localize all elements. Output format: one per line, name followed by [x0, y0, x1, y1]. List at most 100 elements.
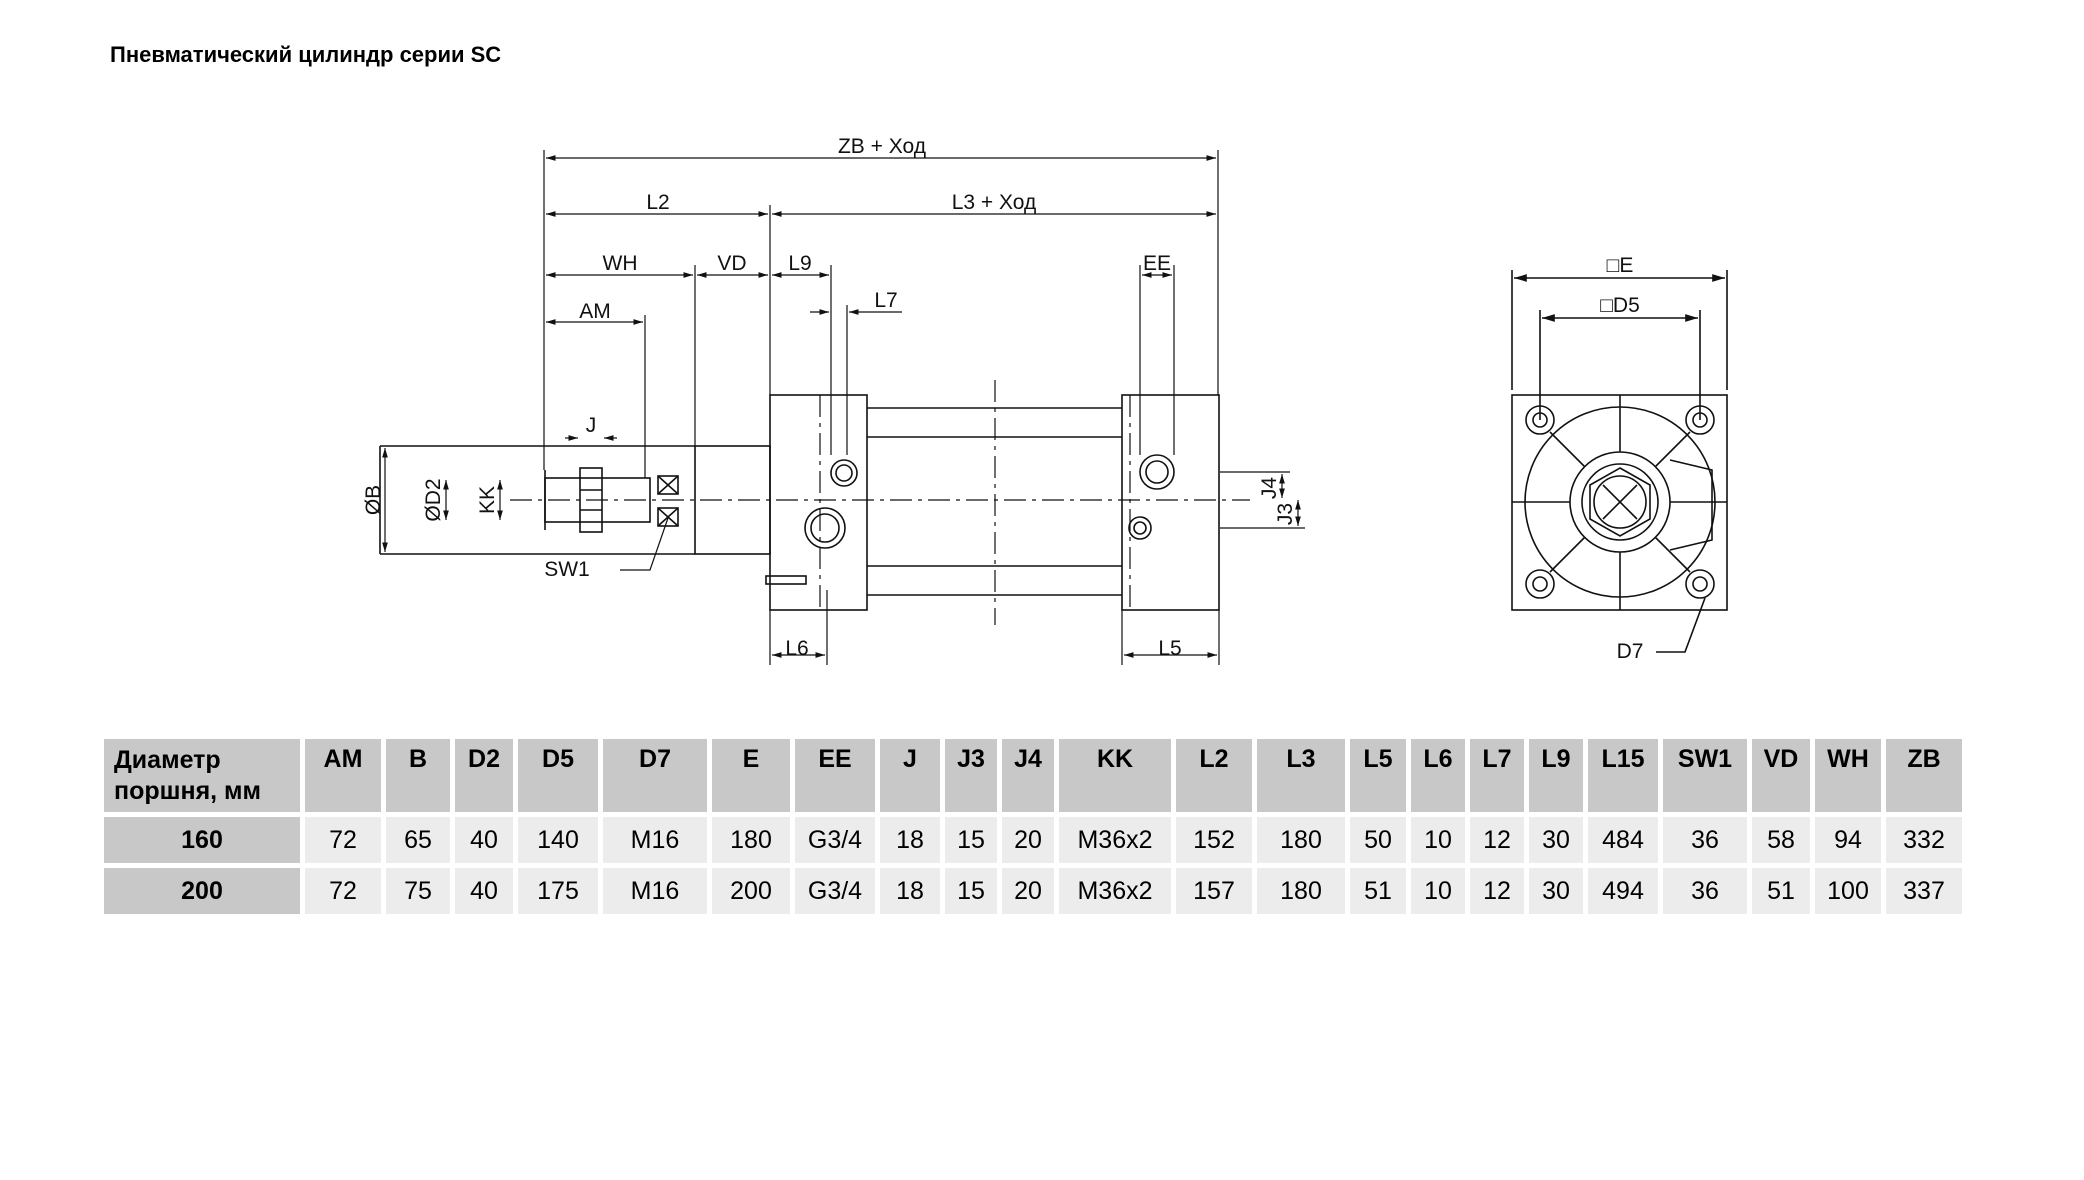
header-l9: L9	[1529, 739, 1583, 812]
dim-l3-stroke: L3 + Ход	[952, 191, 1037, 214]
table-cell: 100	[1815, 868, 1881, 914]
header-kk: KK	[1059, 739, 1171, 812]
dim-j3: J3	[1274, 503, 1297, 525]
table-cell: 10	[1411, 817, 1465, 863]
dim-kk: KK	[476, 486, 499, 514]
header-am: AM	[305, 739, 381, 812]
table-cell: 94	[1815, 817, 1881, 863]
dim-od2: ØD2	[422, 478, 445, 521]
table-cell: 180	[712, 817, 790, 863]
header-sw1: SW1	[1663, 739, 1747, 812]
dim-l6: L6	[785, 637, 808, 660]
table-cell: 20	[1002, 817, 1054, 863]
header-l5: L5	[1350, 739, 1406, 812]
table-cell: 30	[1529, 817, 1583, 863]
table-cell: 72	[305, 868, 381, 914]
table-cell: 18	[880, 868, 940, 914]
page-title: Пневматический цилиндр серии SC	[110, 42, 502, 67]
table-cell: 58	[1752, 817, 1810, 863]
header-ee: EE	[795, 739, 875, 812]
table-cell: 180	[1257, 817, 1345, 863]
end-view-labels: □E □D5 D7	[1600, 254, 1643, 663]
table-cell: 12	[1470, 817, 1524, 863]
table-cell: 18	[880, 817, 940, 863]
table-cell: 72	[305, 817, 381, 863]
cylinder-drawing: ZB + Ход L2 L3 + Ход WH VD L9 EE L7 AM J…	[362, 135, 1728, 665]
table-cell: G3/4	[795, 868, 875, 914]
table-cell: 175	[518, 868, 598, 914]
dim-l7: L7	[874, 289, 897, 312]
table-cell: 337	[1886, 868, 1962, 914]
header-d2: D2	[455, 739, 513, 812]
header-j4: J4	[1002, 739, 1054, 812]
dimension-lines	[382, 150, 1305, 665]
row-diameter: 160	[104, 817, 300, 863]
table-row: 160 72 65 40 140 M16 180 G3/4 18 15 20 M…	[104, 817, 1962, 863]
table-cell: 200	[712, 868, 790, 914]
header-l15: L15	[1588, 739, 1658, 812]
table-cell: 36	[1663, 817, 1747, 863]
row-diameter: 200	[104, 868, 300, 914]
table-cell: M36x2	[1059, 817, 1171, 863]
table-cell: 65	[386, 817, 450, 863]
header-d7: D7	[603, 739, 707, 812]
header-j3: J3	[945, 739, 997, 812]
table-cell: 30	[1529, 868, 1583, 914]
dim-am: AM	[579, 300, 611, 323]
table-cell: 51	[1350, 868, 1406, 914]
dim-j: J	[586, 414, 597, 437]
dim-sw1: SW1	[544, 558, 590, 581]
table-cell: 15	[945, 868, 997, 914]
dim-l9: L9	[788, 252, 811, 275]
table-cell: 484	[1588, 817, 1658, 863]
table-cell: M36x2	[1059, 868, 1171, 914]
table-cell: 75	[386, 868, 450, 914]
table-cell: 494	[1588, 868, 1658, 914]
table-cell: M16	[603, 868, 707, 914]
table-cell: 51	[1752, 868, 1810, 914]
table-cell: 140	[518, 817, 598, 863]
header-d5: D5	[518, 739, 598, 812]
header-zb: ZB	[1886, 739, 1962, 812]
side-view	[379, 394, 1220, 611]
table-cell: 50	[1350, 817, 1406, 863]
dim-vd: VD	[717, 252, 746, 275]
table-cell: G3/4	[795, 817, 875, 863]
end-view	[1511, 270, 1728, 653]
table-cell: 152	[1176, 817, 1252, 863]
dim-zb-stroke: ZB + Ход	[838, 135, 926, 158]
dim-l5: L5	[1158, 637, 1181, 660]
table-cell: M16	[603, 817, 707, 863]
table-cell: 10	[1411, 868, 1465, 914]
dim-d5: □D5	[1600, 294, 1640, 317]
table-cell: 36	[1663, 868, 1747, 914]
header-wh: WH	[1815, 739, 1881, 812]
dim-j4: J4	[1258, 477, 1281, 500]
dim-e: □E	[1607, 254, 1634, 277]
header-l6: L6	[1411, 739, 1465, 812]
centerlines	[510, 380, 1250, 625]
table-cell: 15	[945, 817, 997, 863]
table-cell: 40	[455, 817, 513, 863]
header-e: E	[712, 739, 790, 812]
side-view-labels: ZB + Ход L2 L3 + Ход WH VD L9 EE L7 AM J…	[362, 135, 1297, 660]
dim-d7: D7	[1617, 640, 1644, 663]
header-b: B	[386, 739, 450, 812]
table-cell: 12	[1470, 868, 1524, 914]
dim-ob: ØB	[362, 485, 385, 515]
dim-ee: EE	[1143, 252, 1171, 275]
header-vd: VD	[1752, 739, 1810, 812]
table-row: 200 72 75 40 175 M16 200 G3/4 18 15 20 M…	[104, 868, 1962, 914]
table-cell: 332	[1886, 817, 1962, 863]
dim-l2: L2	[646, 191, 669, 214]
table-cell: 20	[1002, 868, 1054, 914]
dim-wh: WH	[603, 252, 638, 275]
table-cell: 157	[1176, 868, 1252, 914]
header-l3: L3	[1257, 739, 1345, 812]
header-l2: L2	[1176, 739, 1252, 812]
header-l7: L7	[1470, 739, 1524, 812]
